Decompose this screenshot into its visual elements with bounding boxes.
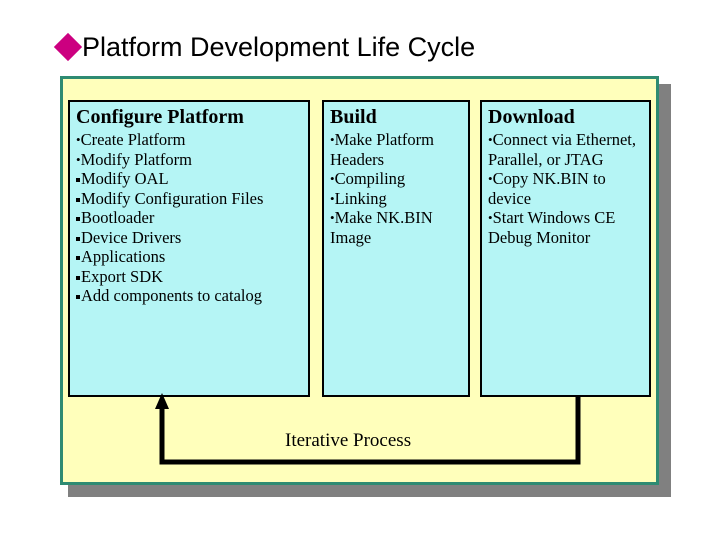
list-item-label: Make Platform Headers <box>330 130 434 169</box>
list-item-label: Compiling <box>334 169 406 189</box>
list-item-label: Modify Platform <box>80 149 192 169</box>
list-item-label: Copy NK.BIN to device <box>488 169 606 208</box>
page-title-text: Platform Development Life Cycle <box>82 31 476 62</box>
square-bullet-icon <box>76 178 80 183</box>
list-item-label: Connect via Ethernet, Parallel, or JTAG <box>488 130 636 169</box>
list-item-label: Make NK.BIN Image <box>330 208 433 247</box>
column-title: Build <box>330 106 377 128</box>
list-item: •Modify Platform <box>76 150 302 169</box>
list-item-label: Create Platform <box>80 130 186 150</box>
list-item-label: Linking <box>334 188 387 208</box>
list-item: Export SDK <box>76 267 302 286</box>
round-bullet-icon: • <box>488 132 493 148</box>
square-bullet-icon <box>76 236 80 241</box>
round-bullet-icon: • <box>330 132 335 148</box>
square-bullet-icon <box>76 295 80 300</box>
column-bullet-list: •Connect via Ethernet, Parallel, or JTAG… <box>488 130 643 247</box>
round-bullet-icon: • <box>330 171 335 187</box>
list-item-label: Applications <box>81 247 166 267</box>
column-bullet-list: •Make Platform Headers •Compiling •Linki… <box>330 130 462 247</box>
list-item-label: Device Drivers <box>81 227 182 247</box>
column-download[interactable]: Download •Connect via Ethernet, Parallel… <box>480 100 651 397</box>
column-title: Configure Platform <box>76 106 244 128</box>
square-bullet-icon <box>76 256 80 261</box>
round-bullet-icon: • <box>330 190 335 206</box>
list-item: •Linking <box>330 189 462 208</box>
list-item: •Create Platform <box>76 130 302 149</box>
list-item: Modify OAL <box>76 169 302 188</box>
column-build[interactable]: Build •Make Platform Headers •Compiling … <box>322 100 470 397</box>
list-item-label: Add components to catalog <box>81 286 263 306</box>
list-item: Add components to catalog <box>76 286 302 305</box>
list-item: •Connect via Ethernet, Parallel, or JTAG <box>488 130 643 169</box>
list-item-label: Start Windows CE Debug Monitor <box>488 208 616 247</box>
round-bullet-icon: • <box>76 132 81 148</box>
list-item-label: Bootloader <box>81 208 155 228</box>
list-item: Applications <box>76 247 302 266</box>
list-item: Bootloader <box>76 208 302 227</box>
list-item: Modify Configuration Files <box>76 189 302 208</box>
page-title: Platform Development Life Cycle <box>53 26 476 68</box>
round-bullet-icon: • <box>488 171 493 187</box>
square-bullet-icon <box>76 217 80 222</box>
column-configure-platform[interactable]: Configure Platform •Create Platform •Mod… <box>68 100 310 397</box>
square-bullet-icon <box>76 275 80 280</box>
column-bullet-list: •Create Platform •Modify Platform Modify… <box>76 130 302 305</box>
list-item: •Make Platform Headers <box>330 130 462 169</box>
list-item: •Compiling <box>330 169 462 188</box>
list-item: •Copy NK.BIN to device <box>488 169 643 208</box>
round-bullet-icon: • <box>330 210 335 226</box>
list-item: •Start Windows CE Debug Monitor <box>488 208 643 247</box>
square-bullet-icon <box>76 197 80 202</box>
diamond-bullet-icon <box>53 32 83 62</box>
iterative-process-label: Iterative Process <box>285 430 412 451</box>
list-item-label: Export SDK <box>81 266 164 286</box>
column-title: Download <box>488 106 575 128</box>
list-item: •Make NK.BIN Image <box>330 208 462 247</box>
list-item-label: Modify OAL <box>81 169 169 189</box>
list-item: Device Drivers <box>76 228 302 247</box>
round-bullet-icon: • <box>488 210 493 226</box>
list-item-label: Modify Configuration Files <box>81 188 264 208</box>
round-bullet-icon: • <box>76 151 81 167</box>
